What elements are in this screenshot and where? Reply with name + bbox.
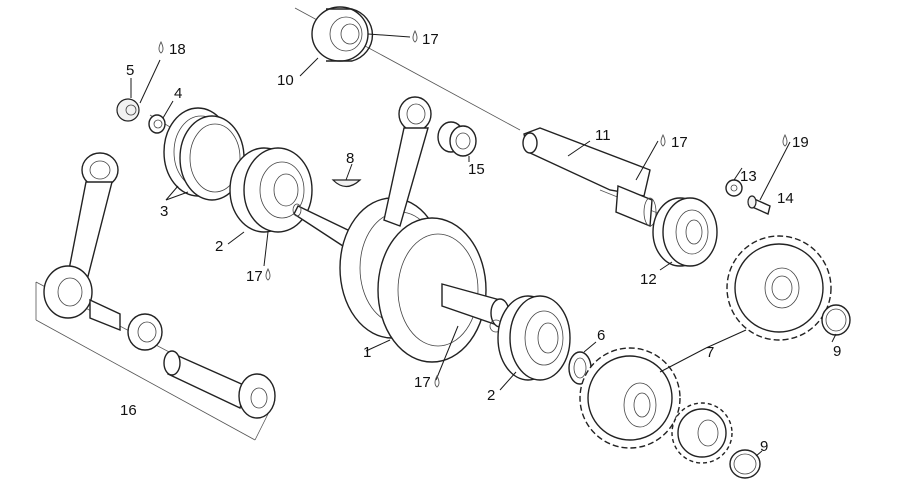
circlip-9-lower — [729, 449, 761, 479]
callout-17: 17 — [671, 134, 688, 151]
callout-4: 4 — [174, 85, 182, 102]
callout-9: 9 — [760, 438, 768, 455]
bearing-10 — [311, 6, 374, 62]
needle-bearing-15 — [437, 121, 477, 157]
callout-7: 7 — [706, 344, 714, 361]
screw-14 — [747, 195, 771, 215]
key-8 — [331, 179, 362, 188]
leader-lines — [130, 33, 837, 457]
shaft-11 — [522, 127, 657, 228]
bearing-2-left — [229, 147, 313, 233]
lubricant-drop-icon — [412, 29, 418, 43]
ring-3 — [163, 107, 245, 201]
callout-16: 16 — [120, 402, 137, 419]
lubricant-drop-icon — [265, 267, 271, 281]
callout-12: 12 — [640, 271, 657, 288]
callout-6: 6 — [597, 327, 605, 344]
callout-9: 9 — [833, 343, 841, 360]
bearing-2-right — [497, 295, 571, 381]
callout-15: 15 — [468, 161, 485, 178]
gear-7-lower — [579, 347, 681, 449]
callout-8: 8 — [346, 150, 354, 167]
gear-7-upper — [726, 235, 832, 341]
bearing-12 — [652, 197, 718, 267]
callout-10: 10 — [277, 72, 294, 89]
callout-2: 2 — [215, 238, 223, 255]
callout-2: 2 — [487, 387, 495, 404]
callout-17: 17 — [414, 374, 431, 391]
nut-5 — [116, 98, 140, 122]
connecting-rod-center — [383, 96, 432, 227]
crankshaft-1 — [292, 197, 510, 363]
lubricant-drop-icon — [158, 40, 164, 54]
gear-small — [671, 402, 733, 464]
callout-5: 5 — [126, 62, 134, 79]
callout-18: 18 — [169, 41, 186, 58]
callout-labels: 1 2 2 3 4 5 6 7 8 9 9 10 11 12 13 14 15 … — [120, 31, 841, 455]
callout-13: 13 — [740, 168, 757, 185]
washer-4 — [148, 114, 166, 134]
lubricant-drop-icon — [782, 133, 788, 147]
callout-11: 11 — [595, 127, 611, 144]
callout-3: 3 — [160, 203, 168, 220]
lubricant-drop-icon — [660, 133, 666, 147]
connecting-rod-kit-16 — [43, 152, 276, 419]
callout-1: 1 — [363, 344, 371, 361]
lubricant-drop-icon — [434, 374, 440, 388]
circlip-9-upper — [821, 304, 851, 336]
callout-17: 17 — [422, 31, 439, 48]
callout-19: 19 — [792, 134, 809, 151]
callout-17: 17 — [246, 268, 263, 285]
callout-14: 14 — [777, 190, 794, 207]
